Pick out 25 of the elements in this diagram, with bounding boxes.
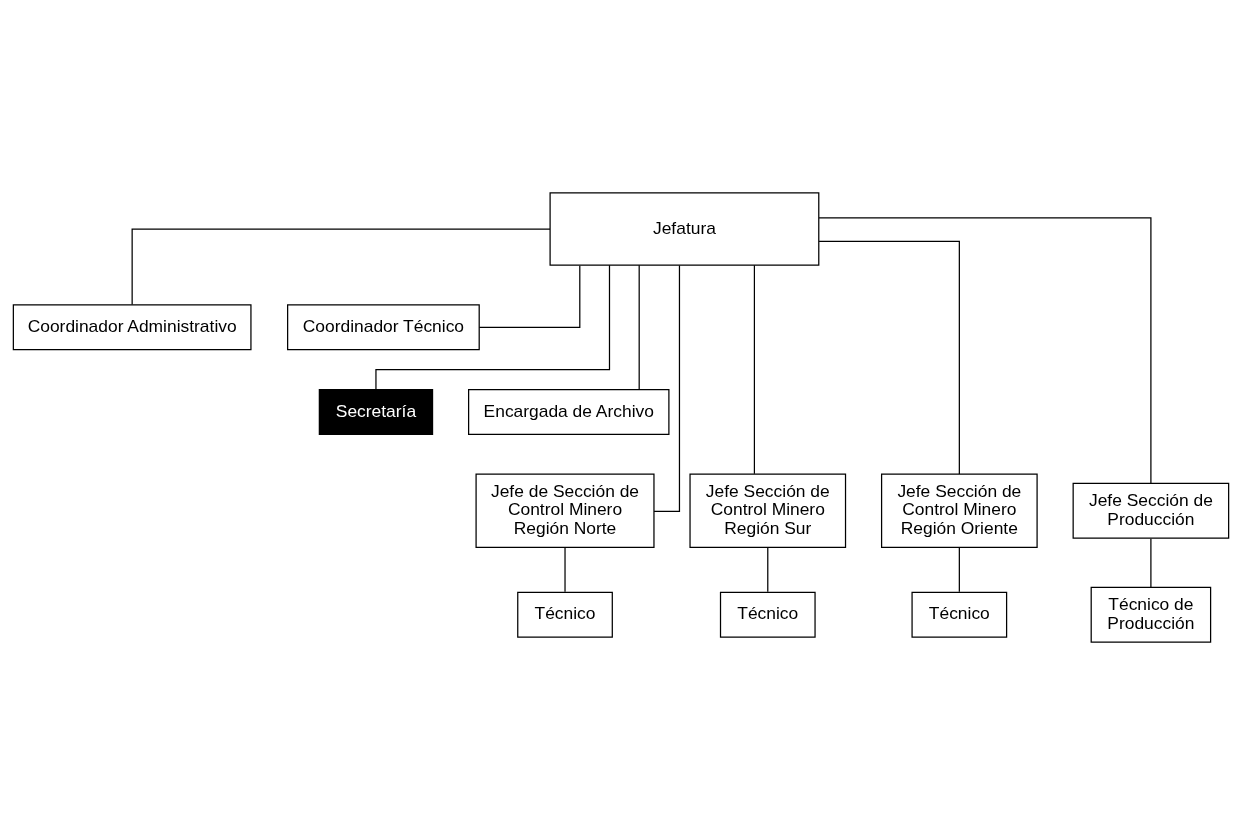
node-box: Jefe Sección de Control Minero Región Oriente: [881, 473, 1038, 548]
connector: [818, 216, 1152, 484]
node-box: Coordinador Administrativo: [12, 303, 252, 350]
connector: [767, 546, 769, 592]
connector: [564, 546, 566, 592]
connector: [375, 264, 611, 390]
connector: [1150, 537, 1152, 588]
node-box: Coordinador Técnico: [287, 303, 480, 350]
connector: [638, 264, 640, 390]
connector: [653, 264, 681, 512]
node-box: Secretaría: [318, 388, 434, 435]
node-box: Encargada de Archivo: [468, 388, 670, 435]
connector: [753, 264, 756, 474]
node-box: Técnico: [517, 591, 613, 638]
connector: [478, 264, 581, 328]
node-box: Jefe Sección de Producción: [1072, 482, 1230, 539]
node-box: Técnico: [911, 591, 1008, 638]
connector: [131, 227, 551, 305]
connector: [818, 240, 960, 475]
node-box: Jefe de Sección de Control Minero Región Norte: [475, 473, 655, 548]
node-box: Jefatura: [549, 191, 820, 266]
node-box: Jefe Sección de Control Minero Región Sur: [689, 473, 847, 548]
node-box: Técnico de Producción: [1090, 586, 1212, 643]
connector: [958, 546, 960, 592]
node-box: Técnico: [719, 591, 816, 638]
